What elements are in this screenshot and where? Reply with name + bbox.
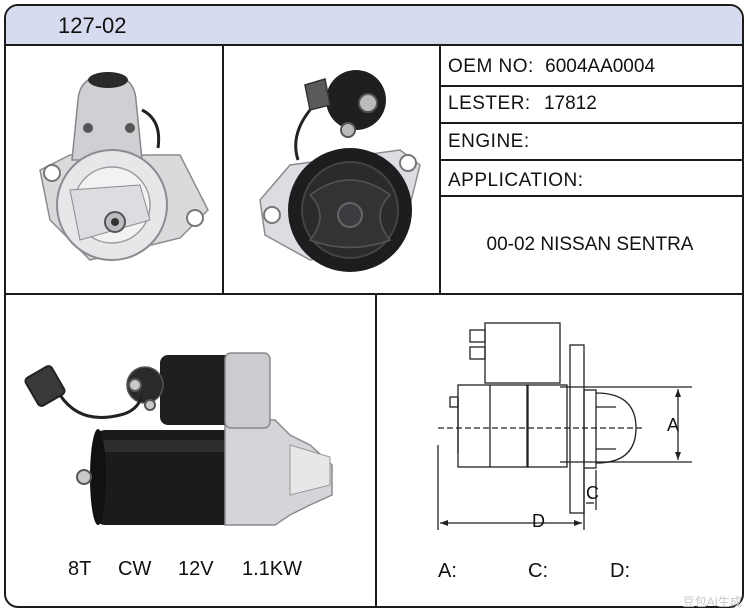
application-value: 00-02 NISSAN SENTRA <box>486 234 694 255</box>
application-label: APPLICATION: <box>448 170 584 191</box>
divider-spec-4 <box>441 195 742 197</box>
divider-v1 <box>222 44 224 295</box>
watermark-text: 豆包AI生成 <box>682 595 742 609</box>
dimension-a-field: A: <box>438 560 457 582</box>
starter-front-photo <box>39 72 209 261</box>
oem-row: OEM NO: 6004AA0004 <box>448 56 655 78</box>
spec-power: 1.1KW <box>242 558 303 580</box>
dim-label-c: C <box>586 483 599 503</box>
spec-voltage: 12V <box>178 558 214 580</box>
starter-side-photo <box>24 352 333 526</box>
dimension-drawing <box>437 322 692 530</box>
dim-label-a: A <box>667 415 680 435</box>
dimension-c-field: C: <box>528 560 548 582</box>
lester-label: LESTER: <box>448 93 531 114</box>
divider-spec-3 <box>441 159 742 161</box>
header-bar: 127-02 <box>6 6 742 46</box>
spec-teeth: 8T <box>68 558 92 580</box>
spec-rotation: CW <box>118 558 152 580</box>
engine-row: ENGINE: <box>448 131 530 153</box>
engine-label: ENGINE: <box>448 131 530 152</box>
dim-label-d: D <box>532 511 545 531</box>
application-row: APPLICATION: <box>448 170 584 192</box>
lester-value: 17812 <box>543 93 597 114</box>
part-number-title: 127-02 <box>58 13 127 38</box>
lester-row: LESTER: 17812 <box>448 93 597 115</box>
divider-v3 <box>375 295 377 606</box>
dimension-d-field: D: <box>610 560 630 582</box>
oem-value: 6004AA0004 <box>545 56 656 77</box>
divider-spec-2 <box>441 122 742 124</box>
oem-label: OEM NO: <box>448 56 534 77</box>
divider-h-main <box>6 293 742 295</box>
divider-v2 <box>439 44 441 295</box>
starter-rear-photo <box>259 70 421 272</box>
divider-spec-1 <box>441 85 742 87</box>
